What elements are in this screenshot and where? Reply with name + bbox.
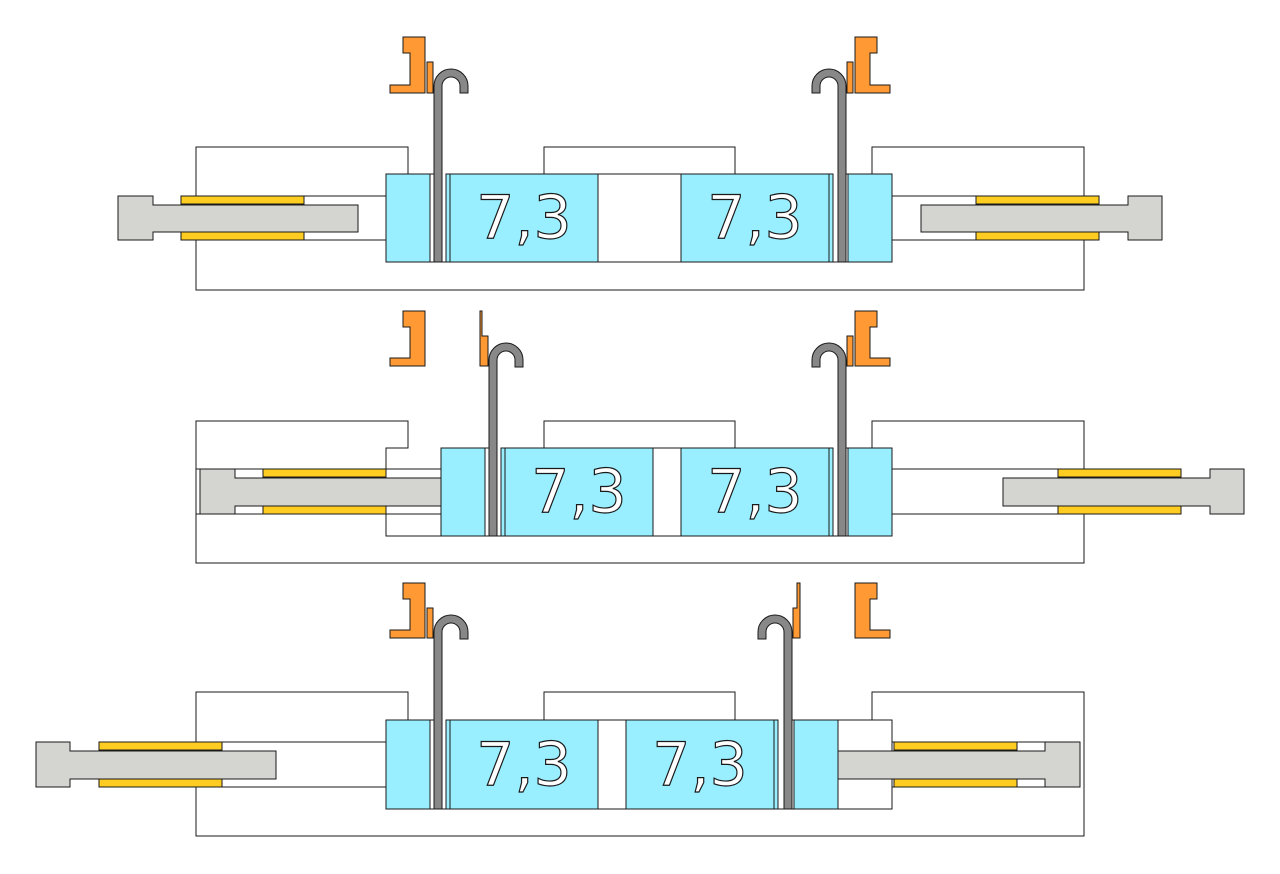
right-sleeve-top	[893, 741, 1018, 751]
right-clip-tab	[846, 335, 854, 367]
right-value-label: 7,3	[707, 457, 802, 527]
right-clip	[854, 310, 891, 367]
left-sleeve-bottom	[180, 231, 305, 241]
left-clip	[389, 36, 426, 94]
left-wire-edge	[484, 447, 490, 537]
right-value-label: 7,3	[652, 730, 747, 800]
left-wire	[433, 614, 469, 810]
right-sleeve-top	[1057, 468, 1182, 478]
left-clip	[389, 310, 426, 367]
assembly-row-2: 7,3 7,3	[195, 310, 1245, 564]
left-plate	[500, 447, 506, 537]
right-sleeve-top	[975, 195, 1100, 205]
left-wire-edge	[429, 719, 435, 810]
assembly-row-1: 7,3 7,3	[117, 36, 1163, 291]
right-end-block	[793, 719, 839, 810]
left-value-block	[449, 719, 599, 810]
right-end-block	[847, 447, 893, 537]
right-value-block	[625, 719, 775, 810]
left-end-block	[385, 719, 433, 810]
left-wire	[488, 342, 524, 537]
right-sleeve-bottom	[1057, 505, 1182, 515]
center-bridge	[543, 420, 736, 449]
center-bridge	[543, 691, 736, 721]
left-clip	[389, 582, 426, 639]
left-sleeve-bottom	[262, 505, 387, 515]
center-bridge	[543, 146, 736, 175]
right-sleeve-bottom	[975, 231, 1100, 241]
right-value-block	[680, 447, 830, 537]
left-rod	[117, 195, 359, 241]
left-end-block	[385, 173, 433, 263]
left-sleeve-bottom	[98, 778, 223, 788]
right-wire	[757, 614, 793, 810]
left-value-label: 7,3	[476, 183, 571, 253]
left-wire	[433, 68, 469, 263]
right-wire	[811, 68, 847, 263]
right-rod	[920, 195, 1163, 241]
left-clip-tab	[426, 607, 434, 639]
right-plate	[828, 173, 834, 263]
right-wire-edge	[845, 173, 849, 263]
left-sleeve-top	[180, 195, 305, 205]
left-sleeve-top	[262, 468, 387, 478]
left-plate	[445, 719, 451, 810]
right-wire-edge	[791, 719, 795, 810]
right-value-block	[680, 173, 830, 263]
right-end-block	[847, 173, 893, 263]
right-clip	[854, 36, 891, 94]
left-clip-tab	[479, 310, 489, 367]
right-plate	[828, 447, 834, 537]
right-wire	[811, 342, 847, 537]
left-plate	[445, 173, 451, 263]
left-value-block	[504, 447, 654, 537]
left-rod	[35, 741, 277, 788]
left-sleeve-top	[98, 741, 223, 751]
right-plate	[773, 719, 779, 810]
center-gap	[597, 719, 627, 810]
right-wire-edge	[845, 447, 849, 537]
center-gap	[652, 447, 682, 537]
left-clip-tab	[426, 61, 434, 94]
right-value-label: 7,3	[707, 183, 802, 253]
right-clip-tab	[792, 582, 801, 639]
right-sleeve-bottom	[893, 778, 1018, 788]
left-end-block	[440, 447, 488, 537]
assembly-row-3: 7,3 7,3	[35, 582, 1085, 837]
center-gap	[597, 173, 682, 263]
right-rod	[1002, 468, 1245, 515]
right-clip	[854, 582, 891, 639]
left-value-label: 7,3	[531, 457, 626, 527]
left-value-label: 7,3	[476, 730, 571, 800]
right-clip-tab	[846, 61, 854, 94]
left-value-block	[449, 173, 599, 263]
left-wire-edge	[429, 173, 435, 263]
left-rod	[199, 468, 442, 515]
